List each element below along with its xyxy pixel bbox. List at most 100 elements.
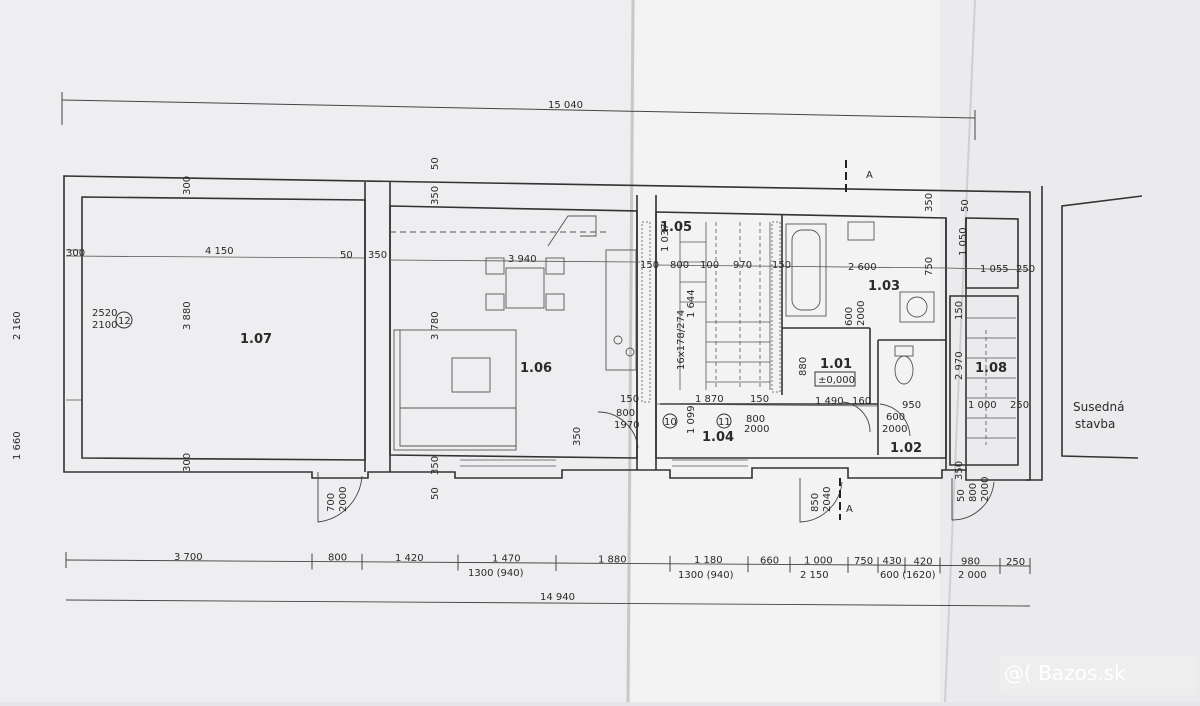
walls [63,175,1031,481]
dim-250: 250 [1016,264,1035,275]
dim-970: 970 [733,260,752,271]
dim-150d: 150 [954,301,965,320]
room-1-08: 1.08 [975,361,1007,376]
dim-1490: 1 490 [815,396,844,407]
dim-160: 160 [852,396,871,407]
dim-1050: 1 050 [958,227,969,256]
dim-1055: 1 055 [980,264,1009,275]
dim-1970: 1970 [614,420,639,431]
room-1-01: 1.01 [820,357,852,372]
dim-2000d: 2000 [338,487,349,512]
bottom-dimension-ticks [65,552,1031,574]
dim-bottom-segment: 800 [328,553,347,564]
dim-150b: 150 [772,260,791,271]
room-1-05: 1.05 [660,220,692,235]
windows [66,249,748,467]
door-tag-10: 10 [664,417,677,428]
dim-1660: 1 660 [12,431,23,460]
dim-sub-2: 1300 (940) [678,570,734,581]
dim-800b: 800 [616,408,635,419]
dim-bottom-segment: 980 [961,557,980,568]
room-1-07: 1.07 [240,332,272,347]
watermark-logo: @( Bazos.sk [1004,661,1126,685]
dim-150c: 150 [750,394,769,405]
paper-left-sheet [0,0,635,702]
dim-50b: 50 [430,157,441,170]
dim-150a: 150 [640,260,659,271]
dim-100: 100 [700,260,719,271]
watermark-bg [1000,655,1196,695]
door-tag-12: 12 [118,316,131,327]
dim-350e: 350 [954,461,965,480]
dim-sub-5: 2 000 [958,570,987,581]
dim-16x178: 16x178/274 [676,310,687,370]
dim-sub-3: 2 150 [800,570,829,581]
dim-1644: 1 644 [686,289,697,318]
room-1-06: 1.06 [520,361,552,376]
doors [317,401,995,523]
dim-overall-top: 15 040 [548,100,583,111]
neighbor-wall [1026,186,1043,481]
dim-2000e: 2000 [980,477,991,502]
dim-50d: 50 [960,199,971,212]
dim-bottom-segment: 1 420 [395,553,424,564]
paper-right-flap [940,0,1200,702]
dim-bottom-segment: 1 470 [492,554,521,565]
dim-50e: 50 [956,489,967,502]
dim-4150: 4 150 [205,246,234,257]
dim-600b: 600 [886,412,905,423]
dim-bottom-segment: 3 700 [174,552,203,563]
door-tag-10-circle [662,413,678,429]
dim-350c: 350 [430,456,441,475]
dim-bottom-segment: 1 000 [804,556,833,567]
section-mark-bottom: A [846,504,853,515]
dim-2600: 2 600 [848,262,877,273]
dim-700: 700 [326,493,337,512]
staircase [679,222,1016,445]
dim-150e: 150 [620,394,639,405]
dim-1870: 1 870 [695,394,724,405]
dim-1099: 1 099 [686,405,697,434]
dim-880: 880 [798,357,809,376]
door-tag-11: 11 [718,417,731,428]
dim-bottom-segment: 660 [760,555,779,566]
neighbor-label-2: stavba [1075,417,1115,431]
dim-2000: 2000 [856,301,867,326]
dim-800c: 800 [746,414,765,425]
dim-300c: 300 [182,453,193,472]
dim-850: 850 [810,493,821,512]
room-1-02: 1.02 [890,441,922,456]
dim-bottom-segment: 750 [854,556,873,567]
dim-2040: 2040 [822,487,833,512]
dim-950: 950 [902,400,921,411]
section-mark-top: A [866,170,873,181]
dim-750: 750 [924,257,935,276]
dim-bottom-segment: 420 [914,556,933,567]
door-tag-11-circle [716,413,732,429]
dim-bottom-segment: 250 [1006,557,1025,568]
neighbor-wall-inner [1061,195,1143,459]
neighbor-label-1: Susedná [1073,400,1124,414]
dim-2160: 2 160 [12,311,23,340]
dim-50c: 50 [430,487,441,500]
section-marker [839,160,847,520]
dim-300b: 300 [182,176,193,195]
dim-3780: 3 780 [430,311,441,340]
level-mark: ±0,000 [818,375,855,386]
hatched-wall-left [641,221,651,403]
dim-2100: 2100 [92,320,117,331]
dim-350f: 350 [572,427,583,446]
dim-600: 600 [844,307,855,326]
dim-300a: 300 [66,248,85,259]
room-1-04: 1.04 [702,430,734,445]
dim-sub-1: 1300 (940) [468,568,524,579]
dim-2000c: 2000 [882,424,907,435]
dim-800a: 800 [670,260,689,271]
inner-dimensions: 4 150 50 350 3 940 300 2520 2100 3 880 3… [12,157,1035,512]
paper-fold-right [944,0,976,703]
dim-bottom-segment: 1 880 [598,554,627,565]
bottom-dimension-chain [65,559,1031,607]
dim-overall-bottom: 14 940 [540,592,575,603]
